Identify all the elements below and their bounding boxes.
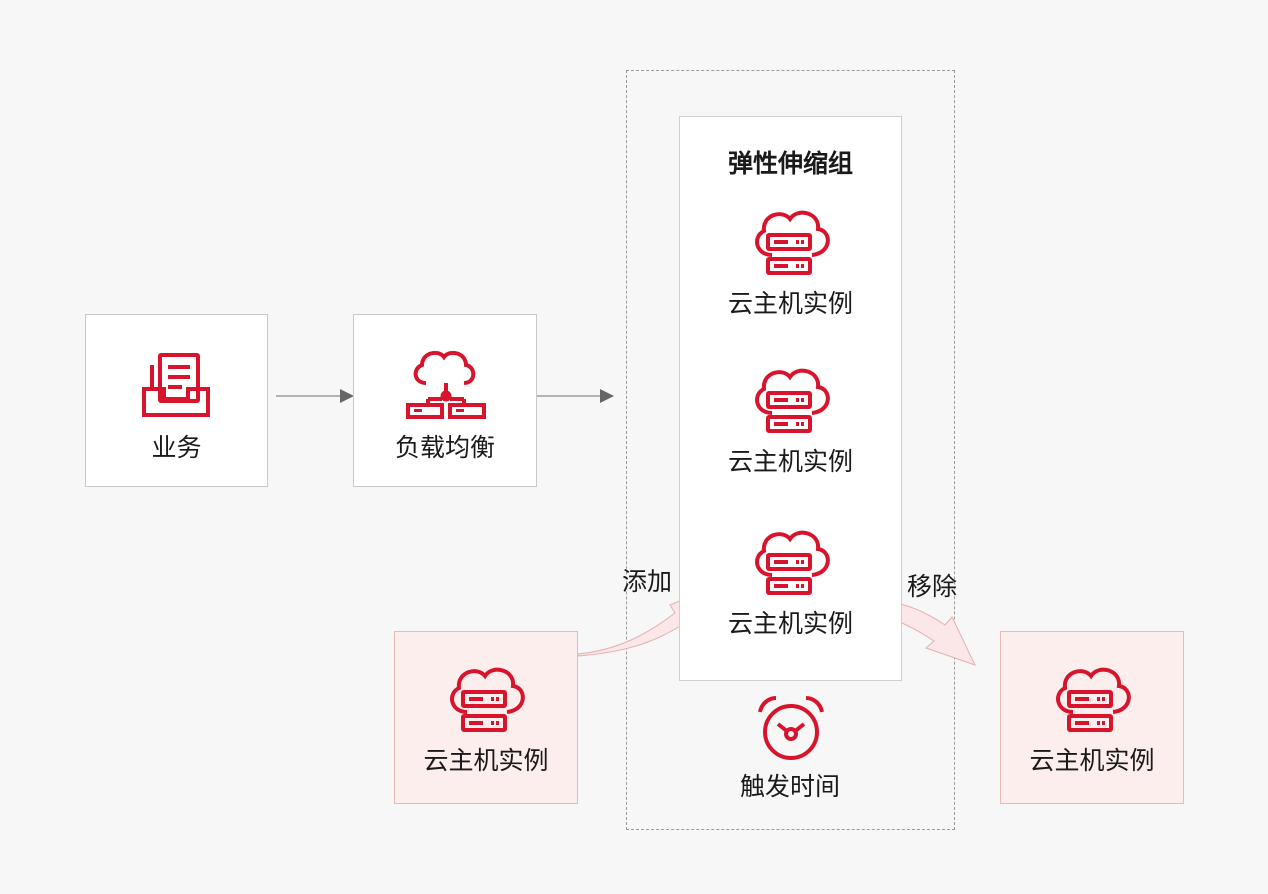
instance-2-label: 云主机实例 — [727, 447, 853, 476]
removed-instance-node: 云主机实例 — [1000, 631, 1184, 804]
trigger-label: 触发时间 — [739, 772, 840, 801]
scaling-group-panel: 弹性伸缩组 云主机实例 — [679, 116, 902, 681]
cloud-server-icon — [755, 368, 830, 433]
instance-3-label: 云主机实例 — [727, 609, 853, 638]
load-balancer-label: 负载均衡 — [394, 433, 495, 462]
scaling-boundary — [626, 70, 955, 830]
add-label: 添加 — [622, 567, 673, 596]
inbox-document-icon — [142, 353, 210, 417]
removed-instance-label: 云主机实例 — [1029, 746, 1155, 775]
cloud-server-icon — [755, 210, 830, 275]
added-instance-node: 云主机实例 — [394, 631, 578, 804]
alarm-clock-icon — [758, 696, 824, 760]
instance-1-label: 云主机实例 — [727, 289, 853, 318]
arrow-lb-to-group-head — [600, 389, 614, 403]
business-node: 业务 — [85, 314, 268, 487]
remove-label: 移除 — [907, 572, 958, 601]
arrow-business-to-lb-head — [340, 389, 354, 403]
scaling-group-title: 弹性伸缩组 — [727, 149, 853, 178]
cloud-server-icon — [755, 530, 830, 595]
cloud-network-icon — [406, 350, 486, 419]
cloud-server-icon — [1056, 667, 1131, 732]
load-balancer-node: 负载均衡 — [353, 314, 537, 487]
cloud-server-icon — [450, 667, 525, 732]
business-label: 业务 — [151, 433, 202, 462]
added-instance-label: 云主机实例 — [423, 746, 549, 775]
